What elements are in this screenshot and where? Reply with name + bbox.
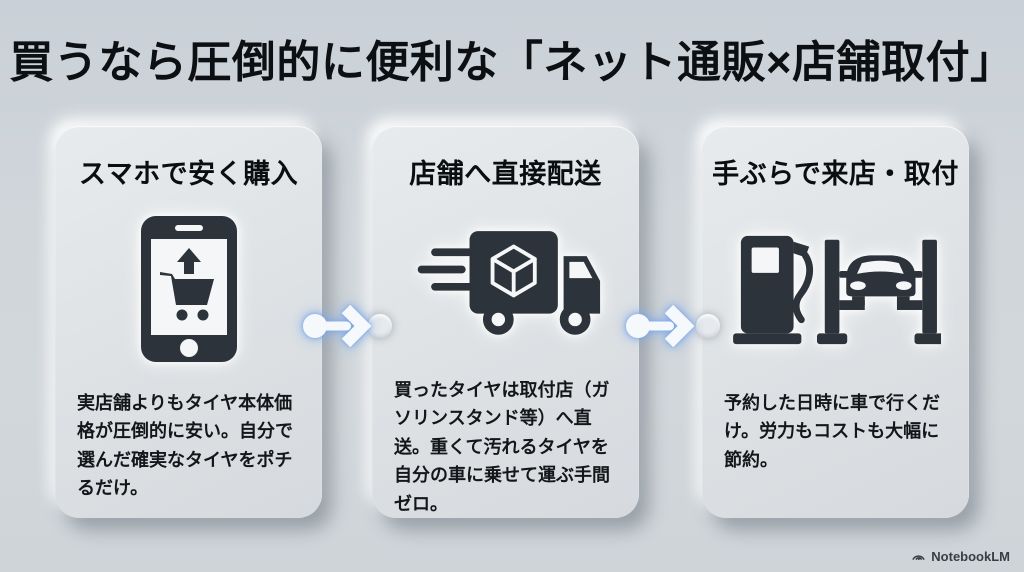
step-icon-wrap bbox=[140, 191, 237, 387]
watermark: NotebookLM bbox=[911, 549, 1010, 564]
step-card-direct-delivery: 店舗へ直接配送 買ったタイヤは取付店（ガソリンスタンド等）へ直 bbox=[372, 126, 639, 518]
step-description: 予約した日時に車で行くだけ。労力もコストも大幅に節約。 bbox=[724, 393, 940, 470]
step-title: 店舗へ直接配送 bbox=[409, 159, 602, 189]
step-description: 実店舗よりもタイヤ本体価格が圧倒的に安い。自分で選んだ確実なタイヤをポチるだけ。 bbox=[77, 393, 293, 499]
smartphone-shopping-cart-icon bbox=[140, 216, 237, 362]
arrow-right-icon bbox=[626, 304, 695, 348]
delivery-truck-icon bbox=[417, 231, 600, 336]
step-title: 手ぶらで来店・取付 bbox=[712, 159, 959, 189]
page-title: 買うなら圧倒的に便利な「ネット通販×店舗取付」 bbox=[9, 38, 1015, 87]
step-title: スマホで安く購入 bbox=[78, 159, 299, 189]
step-card-smartphone-purchase: スマホで安く購入 実店舗よりもタイヤ本体価格が圧倒的に安い。自分で選んだ確実なタ… bbox=[55, 126, 322, 518]
step-icon-wrap bbox=[410, 191, 602, 374]
connector-dot bbox=[368, 314, 392, 338]
step-card-store-install: 手ぶらで来店・取付 bbox=[702, 126, 969, 518]
notebooklm-logo-icon bbox=[912, 555, 926, 561]
step-description: 買ったタイヤは取付店（ガソリンスタンド等）へ直送。重くて汚れるタイヤを自分の車に… bbox=[394, 379, 610, 514]
arrow-right-icon bbox=[303, 304, 372, 348]
watermark-label: NotebookLM bbox=[931, 549, 1010, 564]
connector-dot bbox=[696, 314, 720, 338]
step-icon-wrap bbox=[731, 191, 941, 387]
gas-pump-and-car-lift-icon bbox=[732, 235, 941, 344]
